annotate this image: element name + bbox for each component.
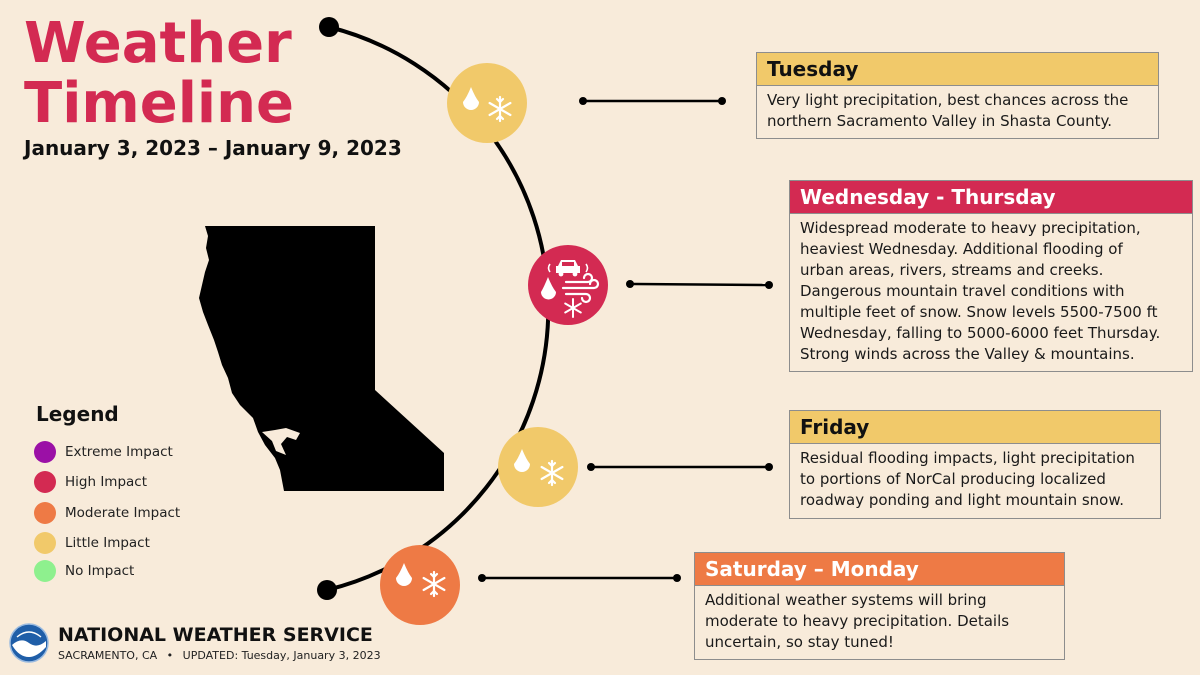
- legend-label: High Impact: [65, 474, 148, 490]
- page-title-line-1: Weather: [24, 11, 292, 76]
- organization-name: NATIONAL WEATHER SERVICE: [58, 624, 373, 646]
- legend-item-high: High Impact: [34, 470, 147, 494]
- timeline-card-wednesday-thursday: Wednesday - Thursday Widespread moderate…: [789, 180, 1193, 372]
- car-icon: [547, 260, 589, 277]
- wednesday-thursday-impact-circle: [528, 245, 608, 325]
- raindrop-icon: [396, 563, 412, 586]
- legend-swatch: [34, 560, 56, 582]
- connector-saturday-monday: [478, 574, 681, 582]
- friday-impact-circle: [498, 427, 578, 507]
- legend-swatch: [34, 532, 56, 554]
- snowflake-icon: [488, 95, 512, 123]
- raindrop-icon: [514, 449, 530, 472]
- legend-label: Extreme Impact: [65, 444, 173, 460]
- office-location: SACRAMENTO, CA: [58, 649, 158, 662]
- card-title: Wednesday - Thursday: [790, 181, 1192, 214]
- card-title: Tuesday: [757, 53, 1158, 86]
- legend-swatch: [34, 441, 56, 463]
- card-title: Friday: [790, 411, 1160, 444]
- saturday-monday-impact-circle: [380, 545, 460, 625]
- legend-item-moderate: Moderate Impact: [34, 501, 180, 525]
- noaa-logo-icon: [9, 623, 49, 663]
- timeline-start-dot: [319, 17, 339, 37]
- timeline-end-dot: [317, 580, 337, 600]
- footer-subline: SACRAMENTO, CA • UPDATED: Tuesday, Janua…: [58, 649, 387, 662]
- card-title: Saturday – Monday: [695, 553, 1064, 586]
- timeline-card-tuesday: Tuesday Very light precipitation, best c…: [756, 52, 1159, 139]
- california-map: [199, 226, 444, 491]
- updated-timestamp: UPDATED: Tuesday, January 3, 2023: [182, 649, 381, 662]
- wind-icon: [561, 272, 600, 304]
- raindrop-icon: [541, 277, 556, 300]
- separator-dot: •: [166, 649, 174, 662]
- legend-item-none: No Impact: [34, 559, 134, 583]
- card-text: Additional weather systems will bring mo…: [705, 591, 1010, 651]
- connector-friday: [587, 463, 773, 471]
- legend-title: Legend: [36, 402, 119, 426]
- tuesday-impact-circle: [447, 63, 527, 143]
- snowflake-icon: [540, 459, 564, 487]
- legend-swatch: [34, 502, 56, 524]
- legend-label: No Impact: [65, 563, 135, 579]
- snowflake-icon: [564, 298, 582, 318]
- timeline-card-saturday-monday: Saturday – Monday Additional weather sys…: [694, 552, 1065, 660]
- card-text: Residual flooding impacts, light precipi…: [800, 449, 1135, 509]
- timeline-card-friday: Friday Residual flooding impacts, light …: [789, 410, 1161, 519]
- card-text: Widespread moderate to heavy precipitati…: [800, 219, 1161, 363]
- san-francisco-bay: [262, 428, 300, 455]
- legend-item-extreme: Extreme Impact: [34, 440, 173, 464]
- page-title-line-2: Timeline: [24, 71, 294, 136]
- connector-wednesday-thursday: [626, 280, 773, 289]
- raindrop-icon: [463, 87, 479, 110]
- snowflake-icon: [422, 570, 446, 598]
- card-text: Very light precipitation, best chances a…: [767, 91, 1129, 130]
- date-range: January 3, 2023 – January 9, 2023: [24, 136, 402, 160]
- legend-item-little: Little Impact: [34, 531, 150, 555]
- legend-label: Little Impact: [65, 535, 150, 551]
- connector-tuesday: [579, 97, 726, 105]
- legend-label: Moderate Impact: [65, 505, 181, 521]
- legend-swatch: [34, 471, 56, 493]
